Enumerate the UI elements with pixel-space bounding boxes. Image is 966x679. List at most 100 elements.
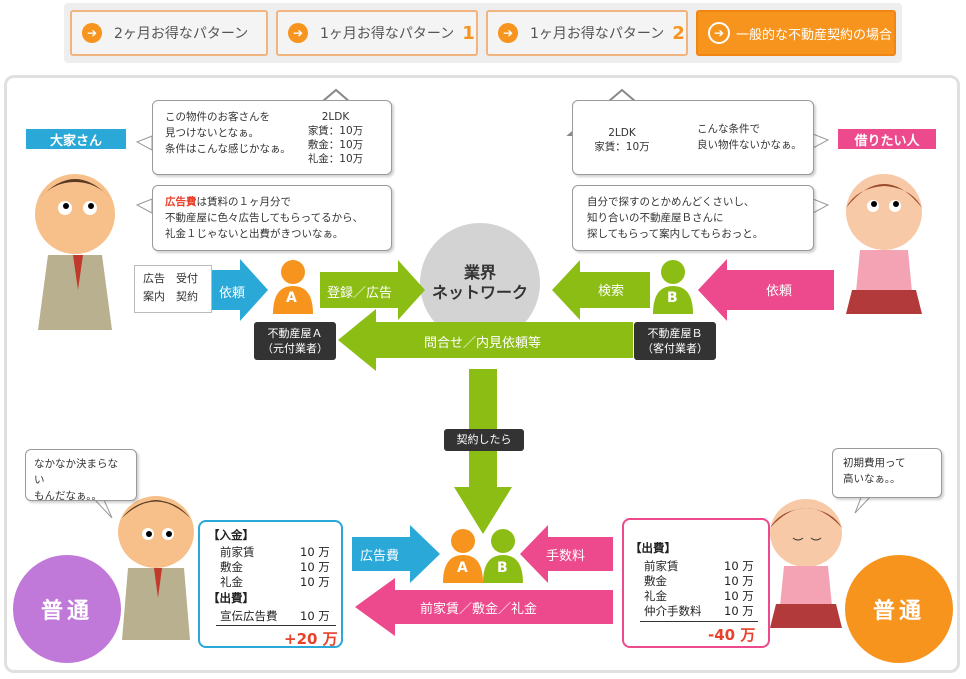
tenant-normal-badge: 普通: [845, 555, 953, 663]
house-line: 敷金：10万: [307, 139, 364, 151]
expense-amount: 10 万: [724, 589, 754, 603]
tenant-house-conditions: 2LDK 家賃：10万: [586, 126, 658, 154]
tab-label: 2ヶ月お得なパターン: [114, 26, 249, 42]
income-amount: 10 万: [300, 575, 330, 589]
bubble-tail: [812, 198, 830, 214]
tab-one-month-2[interactable]: ➔ 1ヶ月お得なパターン 2: [486, 10, 688, 56]
income-amount: 10 万: [300, 545, 330, 559]
agent-a-box: 不動産屋Ａ （元付業者）: [254, 322, 336, 360]
bubble-line: 見つけないとなぁ。: [165, 127, 259, 139]
industry-network: 業界 ネットワーク: [420, 263, 540, 303]
tab-label: 1ヶ月お得なパターン: [320, 26, 455, 42]
bubble-line: 不動産屋に色々広告してもらってるから、: [165, 212, 364, 224]
service-line: 広告 受付: [143, 272, 198, 285]
arrow-search-from-b: [552, 260, 650, 320]
expense-amount: 10 万: [724, 604, 754, 618]
tab-general-contract[interactable]: ➔ 一般的な不動産契約の場合: [696, 10, 896, 56]
landlord-worry-bubble: なかなか決まらない もんだなぁ。。: [25, 449, 137, 502]
pattern-tab-bar: ➔ 2ヶ月お得なパターン ➔ 1ヶ月お得なパターン 1 ➔ 1ヶ月お得なパターン…: [64, 3, 902, 63]
bubble-line: この物件のお客さんを: [165, 111, 270, 123]
ad-fee-label: 広告費: [360, 549, 400, 564]
arrow-right-icon: ➔: [708, 22, 730, 44]
tab-one-month-1[interactable]: ➔ 1ヶ月お得なパターン 1: [276, 10, 478, 56]
bubble-tail: [135, 135, 153, 151]
landlord-ad-fee-bubble: 広告費は賃料の１ヶ月分で 不動産屋に色々広告してもらってるから、 礼金１じゃない…: [152, 185, 392, 251]
tenant-label: 借りたい人: [838, 129, 936, 149]
income-item: 礼金: [220, 575, 243, 589]
request-right-label: 依頼: [766, 284, 793, 299]
landlord-normal-badge: 普通: [13, 555, 121, 663]
agent-a-role: （元付業者）: [262, 342, 328, 355]
bubble-line: もんだなぁ。。: [34, 490, 103, 502]
bubble-line: 探してもらって案内してもらおっと。: [587, 228, 764, 240]
agent-a-services: 広告 受付 案内 契約: [134, 265, 212, 313]
bubble-tail: [135, 198, 153, 214]
arrow-inquiry-to-a: [338, 309, 633, 371]
arrow-register-to-network: [320, 260, 425, 320]
inquiry-label: 問合せ／内見依頼等: [424, 336, 542, 351]
bubble-line: 初期費用って: [843, 457, 906, 469]
agent-b-role: （客付業者）: [642, 342, 708, 355]
service-line: 案内 契約: [143, 290, 198, 303]
tenant-request-bubble: 自分で探すのとかめんどくさいし、 知り合いの不動産屋Ｂさんに 探してもらって案内…: [572, 185, 814, 251]
bottom-agent-a-letter: A: [457, 560, 468, 576]
landlord-label: 大家さん: [26, 129, 126, 149]
tenant-expense-box: 【出費】 前家賃 10 万 敷金 10 万 礼金 10 万 仲介手数料 10 万…: [622, 518, 770, 648]
landlord-total: +20 万: [284, 630, 338, 648]
commission-label: 手数料: [546, 549, 586, 564]
tenant-worry-bubble: 初期費用って 高いなぁ。。: [832, 448, 942, 498]
income-item: 敷金: [220, 560, 243, 574]
expense-amount: 10 万: [724, 559, 754, 573]
bubble-line: 自分で探すのとかめんどくさいし、: [587, 196, 755, 208]
ad-fee-highlight: 広告費: [165, 196, 197, 208]
bubble-line: 知り合いの不動産屋Ｂさんに: [587, 212, 724, 224]
agent-b-letter: B: [667, 290, 678, 306]
bubble-line: 礼金１じゃないと出費がきついなぁ。: [165, 228, 344, 240]
bubble-line: こんな条件で: [697, 123, 760, 135]
expense-item: 前家賃: [644, 559, 679, 573]
search-label: 検索: [598, 284, 625, 299]
total-divider: [640, 621, 758, 622]
arrow-contract-down: [454, 369, 512, 534]
network-circle: [420, 223, 540, 343]
expense-header: 【出費】: [630, 541, 676, 555]
bubble-line: 高いなぁ。。: [843, 473, 901, 485]
expense-item: 宣伝広告費: [220, 609, 278, 623]
expense-item: 仲介手数料: [644, 604, 702, 618]
house-line: 家賃：10万: [307, 125, 364, 137]
bottom-agent-b-letter: B: [497, 560, 508, 576]
agent-b-box: 不動産屋Ｂ （客付業者）: [634, 322, 716, 360]
tenant-character-icon: [846, 174, 922, 314]
agent-a-letter: A: [286, 290, 297, 306]
tab-two-months[interactable]: ➔ 2ヶ月お得なパターン: [70, 10, 268, 56]
arrow-request-to-b: [698, 259, 834, 321]
agent-a-name: 不動産屋Ａ: [267, 327, 323, 340]
tab-number: 1: [462, 22, 475, 44]
rent-payment-label: 前家賃／敷金／礼金: [420, 602, 538, 617]
bottom-landlord-character-icon: [118, 496, 194, 640]
network-line2: ネットワーク: [431, 283, 528, 302]
agent-b-person-icon: [653, 260, 693, 314]
expense-header: 【出費】: [208, 591, 254, 605]
expense-amount: 10 万: [724, 574, 754, 588]
tab-number: 2: [672, 22, 685, 44]
tab-label: 1ヶ月お得なパターン: [530, 26, 665, 42]
landlord-balance-box: 【入金】 前家賃 10 万 敷金 10 万 礼金 10 万 【出費】 宣伝広告費…: [198, 520, 343, 648]
tab-label: 一般的な不動産契約の場合: [736, 27, 893, 43]
bubble-line: 条件はこんな感じかなぁ。: [165, 143, 291, 155]
tenant-total: -40 万: [708, 626, 756, 644]
house-line: 2LDK: [608, 127, 636, 139]
tenant-thought-bubble: こんな条件で 良い物件ないかなぁ。: [572, 100, 814, 175]
contract-label: 契約したら: [444, 429, 524, 451]
register-label: 登録／広告: [327, 286, 393, 301]
total-divider: [216, 625, 336, 626]
arrow-right-icon: ➔: [82, 23, 102, 43]
expense-item: 礼金: [644, 589, 667, 603]
request-left-label: 依頼: [219, 286, 246, 301]
income-item: 前家賃: [220, 545, 255, 559]
arrow-right-icon: ➔: [498, 23, 518, 43]
network-line1: 業界: [463, 263, 496, 282]
arrow-right-icon: ➔: [288, 23, 308, 43]
landlord-thought-bubble: この物件のお客さんを 見つけないとなぁ。 条件はこんな感じかなぁ。: [152, 100, 392, 175]
house-line: 礼金：10万: [307, 153, 364, 165]
